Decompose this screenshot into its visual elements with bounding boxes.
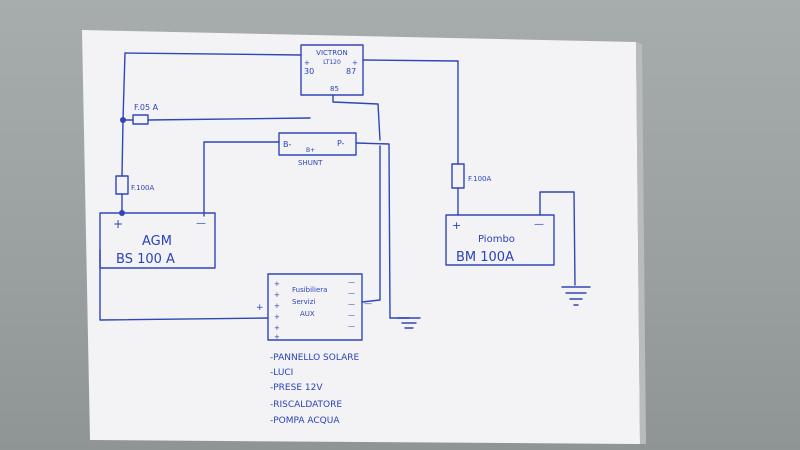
battery-agm-spec: BS 100 A xyxy=(116,252,175,267)
victron-relay: VICTRON LT120 + + 30 87 85 xyxy=(300,44,364,96)
shunt-label: SHUNT xyxy=(298,159,323,167)
fusebox-title-3: AUX xyxy=(300,310,315,318)
battery-piombo-minus: — xyxy=(534,219,544,230)
fusebox-plus-1: + xyxy=(274,280,280,288)
fusebox-in-plus: + xyxy=(256,303,264,313)
wire-left-rail xyxy=(121,119,124,177)
fusebox-title-2: Servizi xyxy=(292,298,315,306)
wire-relay-30 xyxy=(122,52,302,121)
fusebox-minus-3: — xyxy=(348,300,355,308)
service-item: -RISCALDATORE xyxy=(270,400,342,410)
relay-model: LT120 xyxy=(323,59,341,66)
fusebox-plus-5: + xyxy=(274,324,280,332)
junction-dot-fuse xyxy=(120,117,126,123)
fusebox-plus-6: + xyxy=(274,333,280,341)
shunt-b-plus: B+ xyxy=(306,147,315,154)
fuse-agm: F.100A xyxy=(115,175,154,195)
fusebox-plus-4: + xyxy=(274,313,280,321)
battery-piombo: + — Piombo BM 100A xyxy=(445,214,555,266)
relay-plus-87: + xyxy=(352,59,358,67)
relay-pin-30: 30 xyxy=(304,67,314,76)
wire-shunt-bminus xyxy=(203,141,280,217)
shunt-p-minus: P- xyxy=(337,139,345,148)
shunt-b-minus: B- xyxy=(283,140,291,149)
paper-shadow-edge xyxy=(636,42,646,444)
fusebox-in-minus: — xyxy=(364,299,372,308)
wire-fuse-small-out xyxy=(147,117,311,121)
fuse-small: F.05 A xyxy=(132,103,159,125)
battery-piombo-plus: + xyxy=(452,219,461,232)
battery-agm-name: AGM xyxy=(142,234,172,249)
service-item: -PANNELLO SOLARE xyxy=(270,353,359,363)
fusebox-minus-1: — xyxy=(348,278,355,286)
fusebox-plus-3: + xyxy=(274,302,280,310)
wire-piombo-ground xyxy=(539,191,576,286)
service-item: -POMPA ACQUA xyxy=(270,416,340,426)
fusebox-plus-2: + xyxy=(274,291,280,299)
paper-sheet xyxy=(82,30,640,444)
service-item: -LUCI xyxy=(270,368,293,378)
wire-to-fusebox-minus xyxy=(361,145,381,303)
battery-agm-minus: — xyxy=(196,218,206,229)
wire-agm-to-fusebox xyxy=(99,249,269,321)
fusebox-minus-4: — xyxy=(348,311,355,319)
fusebox-minus-5: — xyxy=(348,322,355,330)
wire-relay-87 xyxy=(362,59,459,165)
shunt: B- B+ P- SHUNT xyxy=(278,132,357,167)
fusebox-minus-2: — xyxy=(348,289,355,297)
fuse-agm-label: F.100A xyxy=(131,184,154,192)
service-item: -PRESE 12V xyxy=(270,383,323,393)
fuse-piombo-label: F.100A xyxy=(468,175,491,183)
wire-relay-85 xyxy=(332,94,381,141)
battery-piombo-spec: BM 100A xyxy=(456,250,514,265)
battery-piombo-name: Piombo xyxy=(478,234,515,245)
ground-symbol-right xyxy=(561,286,591,306)
fuse-piombo: F.100A xyxy=(451,163,491,189)
battery-agm: + — AGM BS 100 A xyxy=(99,212,216,269)
relay-brand: VICTRON xyxy=(316,49,348,57)
relay-plus-30: + xyxy=(304,59,310,67)
ground-symbol-left xyxy=(389,317,421,329)
battery-agm-plus: + xyxy=(113,217,123,231)
fuse-small-label: F.05 A xyxy=(134,103,159,112)
wire-shunt-pminus xyxy=(355,142,391,319)
services-list: -PANNELLO SOLARE -LUCI -PRESE 12V -RISCA… xyxy=(270,353,359,426)
fuse-box: + + + + + + — — — — — Fusibiliera Serviz… xyxy=(256,273,372,341)
fusebox-title-1: Fusibiliera xyxy=(292,286,327,294)
relay-pin-87: 87 xyxy=(346,67,356,76)
relay-pin-85: 85 xyxy=(330,85,339,93)
